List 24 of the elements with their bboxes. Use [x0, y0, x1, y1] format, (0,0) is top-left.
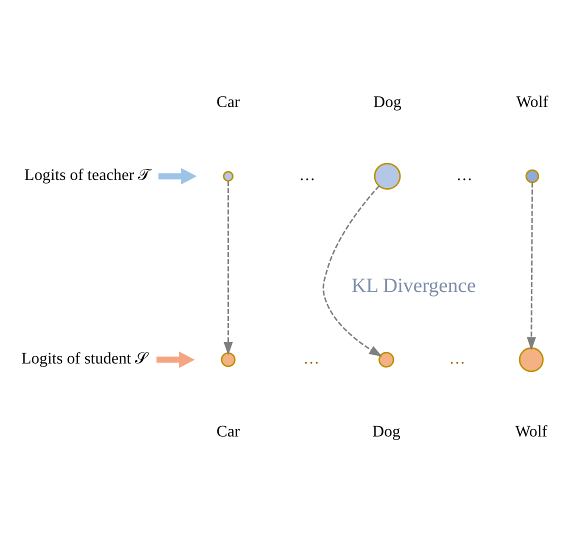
node-text: Logits of student 𝒮 [21, 349, 148, 368]
node-text: Logits of teacher 𝒯 [24, 166, 150, 184]
node-circle [525, 168, 540, 183]
arrow [224, 180, 233, 355]
arrow [322, 184, 382, 356]
node-circle [222, 170, 234, 182]
node-label: Wolf [516, 92, 548, 111]
node-circle [378, 351, 394, 368]
arrow [156, 351, 195, 368]
node-label: Car [216, 92, 240, 111]
arrow [158, 168, 197, 184]
node-label: Car [216, 422, 240, 440]
node-circle [374, 162, 401, 190]
label: … [303, 349, 320, 368]
node-label: Wolf [515, 422, 548, 440]
label: … [449, 349, 466, 368]
label: … [456, 166, 472, 184]
arrow [526, 182, 536, 350]
node-label: Dog [372, 422, 400, 440]
node-label: Dog [373, 92, 402, 111]
node-circle [518, 346, 544, 372]
node-circle [220, 352, 236, 367]
label: … [299, 166, 316, 184]
label: KL Divergence [352, 274, 476, 296]
